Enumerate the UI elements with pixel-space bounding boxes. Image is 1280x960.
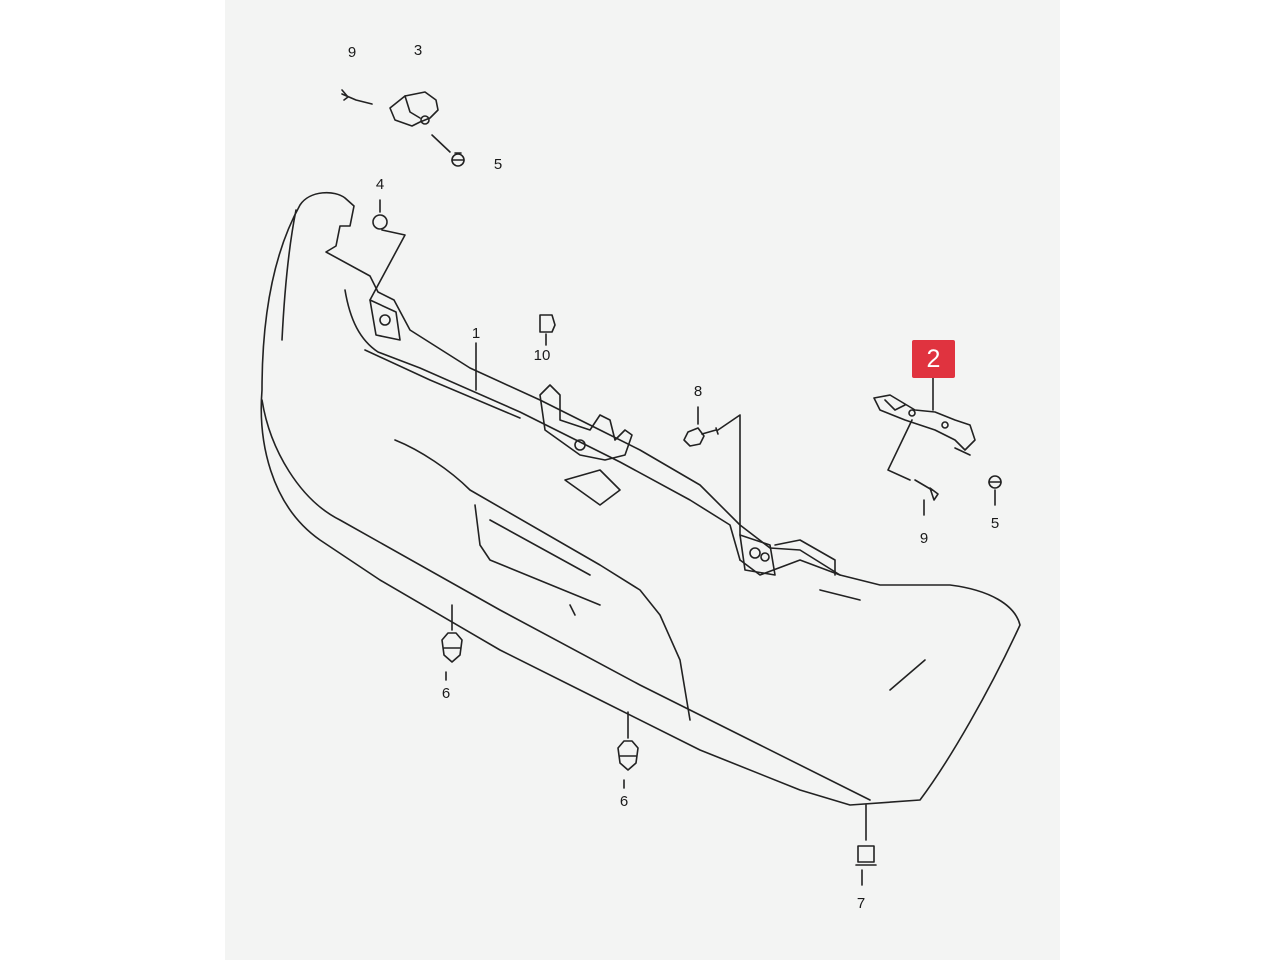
callout-2: 2 <box>926 345 941 373</box>
part-9-screw-right <box>914 479 939 516</box>
callout-9-right: 9 <box>920 530 928 547</box>
part-8-bolt <box>683 406 741 536</box>
callout-2-highlight <box>912 340 955 378</box>
callout-1: 1 <box>472 325 480 342</box>
part-3-side-bracket <box>341 89 439 127</box>
callout-4: 4 <box>376 176 384 193</box>
bumper-cover <box>260 191 1021 806</box>
part-10-clip-nut <box>539 314 556 346</box>
part-5-clip-right <box>988 475 1002 506</box>
callout-5-top: 5 <box>494 156 502 173</box>
callout-10: 10 <box>534 347 551 364</box>
part-6-clip-center <box>617 711 639 789</box>
callout-8: 8 <box>694 383 702 400</box>
callout-9-top: 9 <box>348 44 356 61</box>
part-2-side-bracket <box>873 377 976 481</box>
part-4-plug <box>369 199 406 301</box>
part-6-clip-left <box>441 604 463 681</box>
callout-6-center: 6 <box>620 793 628 810</box>
callout-5-right: 5 <box>991 515 999 532</box>
part-7-bolt <box>855 804 877 886</box>
callout-7: 7 <box>857 895 865 912</box>
callout-6-left: 6 <box>442 685 450 702</box>
part-5-clip-top <box>431 134 465 167</box>
callout-3: 3 <box>414 42 422 59</box>
